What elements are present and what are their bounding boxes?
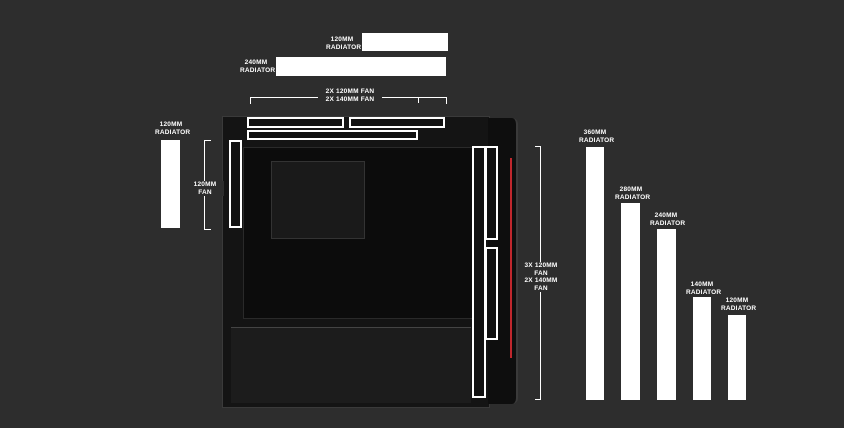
top-120mm-radiator-bar <box>362 33 448 51</box>
front-240mm-radiator-label: 240MM RADIATOR <box>650 212 686 227</box>
front-280mm-radiator-label: 280MM RADIATOR <box>615 186 651 201</box>
front-fan-slot-long <box>472 146 486 398</box>
pc-case-body <box>222 116 490 408</box>
cpu-cutout <box>271 161 365 239</box>
front-120mm-radiator-label: 120MM RADIATOR <box>721 297 757 312</box>
rear-fan-slot <box>229 140 242 228</box>
top-240mm-radiator-label: 240MM RADIATOR <box>240 59 276 74</box>
top-fan-bracket-tick <box>418 97 419 103</box>
top-240mm-radiator-bar <box>276 57 446 76</box>
top-fans-label: 2X 120MM FAN 2X 140MM FAN <box>318 88 382 103</box>
front-240mm-radiator-bar <box>657 229 676 400</box>
front-140mm-radiator-label: 140MM RADIATOR <box>686 281 722 296</box>
front-360mm-radiator-label: 360MM RADIATOR <box>579 129 615 144</box>
front-280mm-radiator-bar <box>621 203 640 400</box>
rear-120mm-radiator-label: 120MM RADIATOR <box>155 121 191 136</box>
rear-120mm-radiator-bar <box>161 140 180 228</box>
psu-shroud <box>231 327 471 403</box>
top-fan-slot-1 <box>247 117 344 128</box>
front-140mm-radiator-bar <box>693 297 711 400</box>
front-fan-slot-2 <box>485 247 498 340</box>
top-fan-slot-140 <box>247 130 418 140</box>
top-fan-slot-2 <box>349 117 445 128</box>
front-120mm-radiator-bar <box>728 315 746 400</box>
front-fan-slot-1 <box>485 146 498 240</box>
rear-fan-label: 120MM FAN <box>186 181 224 196</box>
red-accent-strip <box>504 158 512 358</box>
front-360mm-radiator-bar <box>586 147 604 400</box>
front-fans-label: 3X 120MM FAN 2X 140MM FAN <box>518 262 564 292</box>
top-120mm-radiator-label: 120MM RADIATOR <box>326 36 362 51</box>
